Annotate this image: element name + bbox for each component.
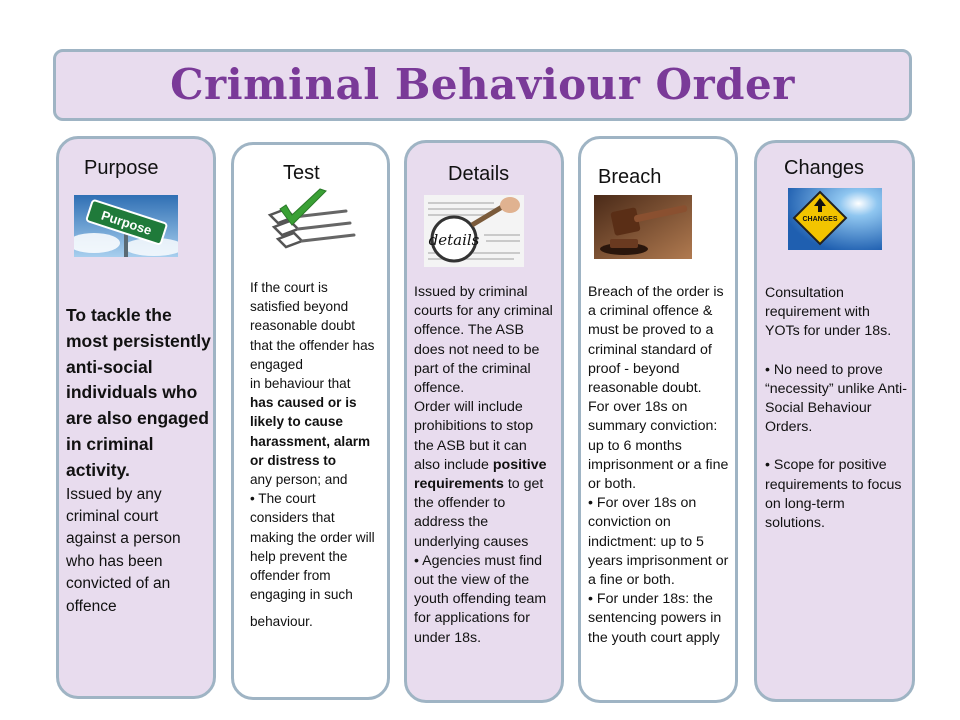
test-line5: behaviour. — [250, 614, 313, 630]
test-line4: • The court considers that making the or… — [250, 491, 375, 603]
test-line1: If the court is satisfied beyond reasona… — [250, 280, 375, 372]
breach-p2: For over 18s on summary conviction: up t… — [588, 399, 729, 493]
title-banner: Criminal Behaviour Order — [53, 49, 912, 121]
purpose-body-text: Issued by any criminal court against a p… — [66, 485, 181, 615]
details-text: Issued by criminal courts for any crimin… — [414, 283, 556, 648]
details-p3: • Agencies must find out the view of the… — [414, 552, 547, 646]
test-text: If the court is satisfied beyond reasona… — [250, 278, 376, 632]
test-column — [231, 142, 390, 700]
purpose-heading: Purpose — [84, 157, 159, 179]
details-p2: Order will include prohibitions to stop … — [414, 399, 547, 550]
purpose-text: To tackle the most persistently anti-soc… — [66, 303, 212, 618]
gavel-image — [594, 195, 692, 259]
details-image: details — [424, 195, 524, 267]
breach-p4: • For under 18s: the sentencing powers i… — [588, 591, 722, 646]
test-line2: in behaviour that — [250, 376, 351, 392]
changes-sign-image: CHANGES — [788, 188, 882, 250]
changes-heading: Changes — [784, 157, 865, 179]
changes-p2: • No need to prove “necessity” unlike An… — [765, 361, 907, 436]
changes-p1: Consultation requirement with YOTs for u… — [765, 285, 892, 340]
breach-heading: Breach — [598, 166, 662, 188]
details-heading: Details — [448, 163, 510, 185]
breach-p3: • For over 18s on conviction on indictme… — [588, 495, 729, 589]
test-line3: any person; and — [250, 472, 348, 488]
test-bold: has caused or is likely to cause harassm… — [250, 395, 371, 468]
purpose-bold-text: To tackle the most persistently anti-soc… — [66, 305, 211, 480]
changes-p3: • Scope for positive requirements to foc… — [765, 457, 902, 532]
checklist-icon — [250, 187, 362, 253]
purpose-sign-image: Purpose — [74, 195, 178, 257]
details-image-text: details — [429, 231, 480, 249]
test-heading: Test — [283, 162, 320, 184]
changes-sign-text: CHANGES — [802, 216, 837, 223]
page-title: Criminal Behaviour Order — [170, 60, 795, 109]
changes-text: Consultation requirement with YOTs for u… — [765, 284, 907, 533]
breach-p1: Breach of the order is a criminal offenc… — [588, 284, 724, 397]
breach-text: Breach of the order is a criminal offenc… — [588, 283, 732, 648]
details-p1: Issued by criminal courts for any crimin… — [414, 284, 553, 397]
